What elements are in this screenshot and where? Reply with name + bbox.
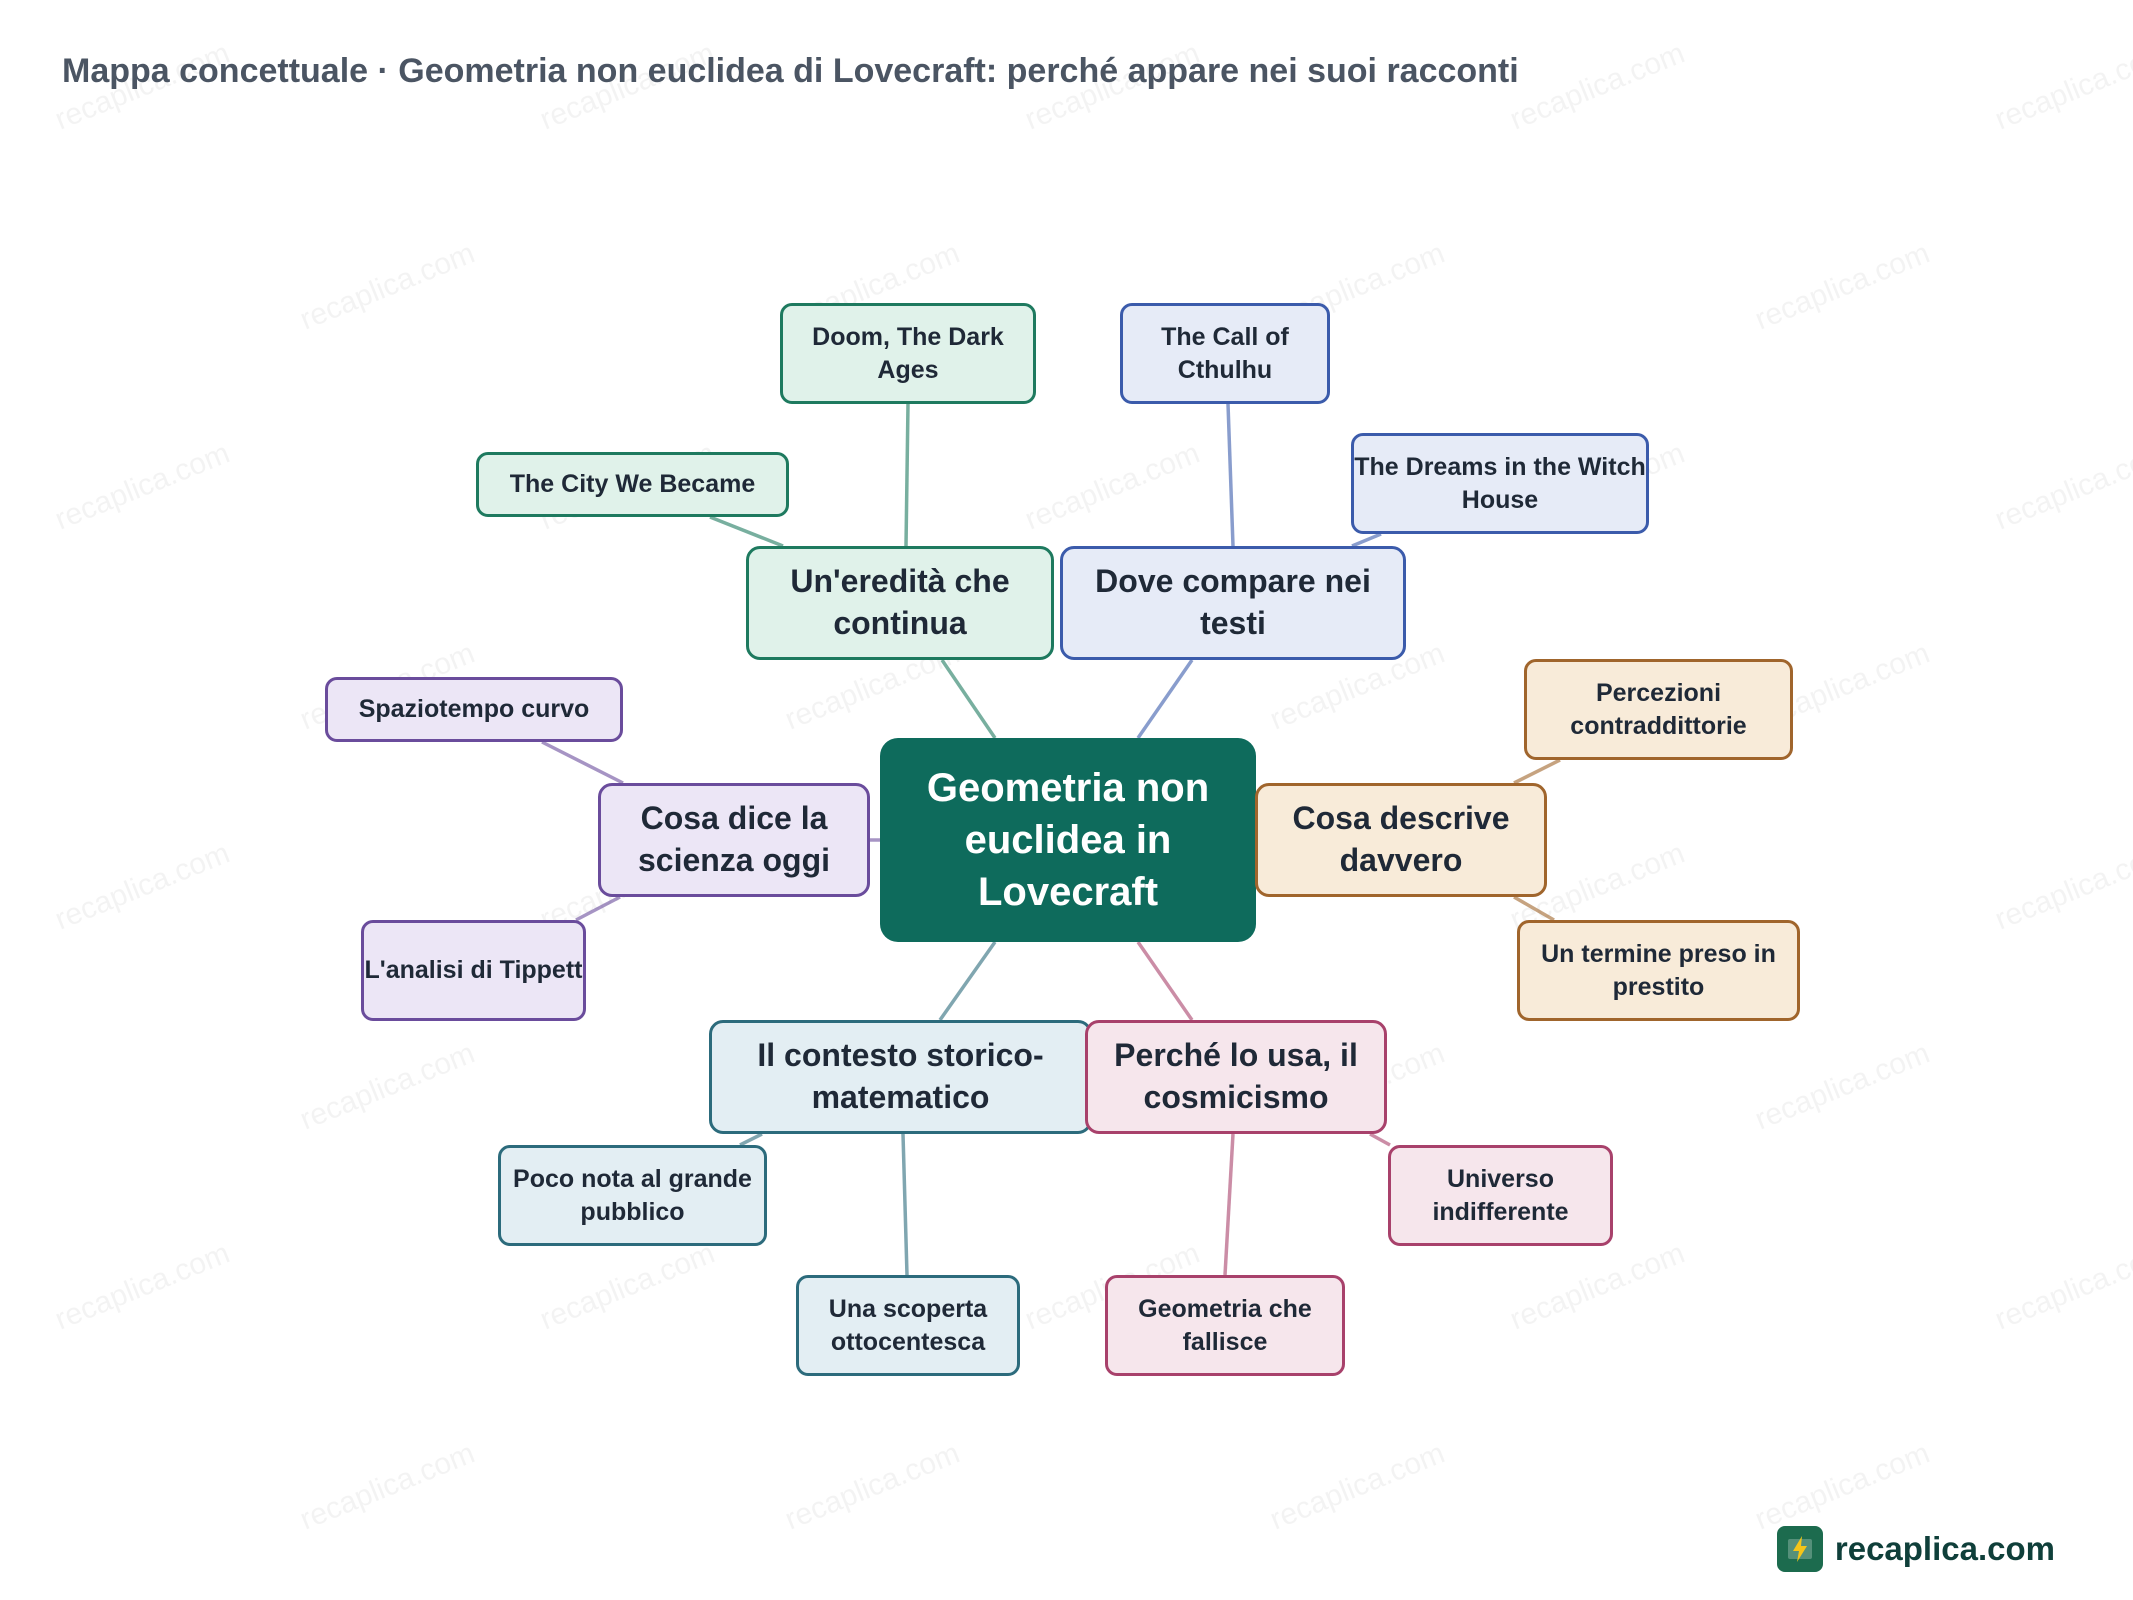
leaf-node-doom[interactable]: Doom, The Dark Ages bbox=[780, 303, 1036, 404]
leaf-node-call-of-cthulhu[interactable]: The Call of Cthulhu bbox=[1120, 303, 1330, 404]
branch-node-perche[interactable]: Perché lo usa, il cosmicismo bbox=[1085, 1020, 1387, 1134]
leaf-node-poco-nota[interactable]: Poco nota al grande pubblico bbox=[498, 1145, 767, 1246]
bolt-icon bbox=[1776, 1526, 1823, 1572]
leaf-node-scoperta-ottocentesca[interactable]: Una scoperta ottocentesca bbox=[796, 1275, 1020, 1376]
leaf-node-percezioni[interactable]: Percezioni contraddittorie bbox=[1524, 659, 1793, 760]
connector-branch-leaf bbox=[1369, 1132, 1391, 1147]
brand-logo[interactable]: recaplica.com bbox=[1776, 1526, 2055, 1572]
connector-center-branch bbox=[1136, 941, 1194, 1021]
connector-branch-leaf bbox=[541, 740, 624, 785]
branch-node-eredita[interactable]: Un'eredità che continua bbox=[746, 546, 1054, 660]
leaf-node-tippett[interactable]: L'analisi di Tippett bbox=[361, 920, 586, 1021]
brand-name: recaplica.com bbox=[1834, 1530, 2055, 1567]
connector-center-branch bbox=[938, 940, 997, 1022]
connector-branch-leaf bbox=[901, 1133, 909, 1276]
branch-node-dove-compare[interactable]: Dove compare nei testi bbox=[1060, 546, 1406, 660]
connector-branch-leaf bbox=[1513, 758, 1561, 785]
leaf-node-universo-indifferente[interactable]: Universo indifferente bbox=[1388, 1145, 1613, 1246]
connector-branch-leaf bbox=[1513, 895, 1555, 922]
connector-branch-leaf bbox=[575, 895, 621, 922]
branch-node-contesto[interactable]: Il contesto storico-matematico bbox=[709, 1020, 1092, 1134]
leaf-node-termine-prestito[interactable]: Un termine preso in prestito bbox=[1517, 920, 1800, 1021]
connector-center-branch bbox=[1136, 659, 1194, 739]
central-topic-node[interactable]: Geometria non euclidea in Lovecraft bbox=[880, 738, 1256, 942]
connector-branch-leaf bbox=[1226, 403, 1235, 547]
leaf-node-spaziotempo[interactable]: Spaziotempo curvo bbox=[325, 677, 623, 742]
connector-branch-leaf bbox=[739, 1132, 763, 1147]
branch-node-cosa-descrive[interactable]: Cosa descrive davvero bbox=[1255, 783, 1547, 897]
page-title: Mappa concettuale · Geometria non euclid… bbox=[62, 52, 1519, 90]
leaf-node-city-we-became[interactable]: The City We Became bbox=[476, 452, 789, 517]
connector-branch-leaf bbox=[1223, 1133, 1235, 1276]
connector-center-branch bbox=[940, 659, 997, 739]
connector-branch-leaf bbox=[904, 403, 910, 547]
leaf-node-dreams-witch-house[interactable]: The Dreams in the Witch House bbox=[1351, 433, 1649, 534]
connector-branch-leaf bbox=[709, 515, 784, 548]
branch-node-scienza[interactable]: Cosa dice la scienza oggi bbox=[598, 783, 870, 897]
connector-branch-leaf bbox=[1351, 532, 1382, 548]
leaf-node-geometria-fallisce[interactable]: Geometria che fallisce bbox=[1105, 1275, 1345, 1376]
